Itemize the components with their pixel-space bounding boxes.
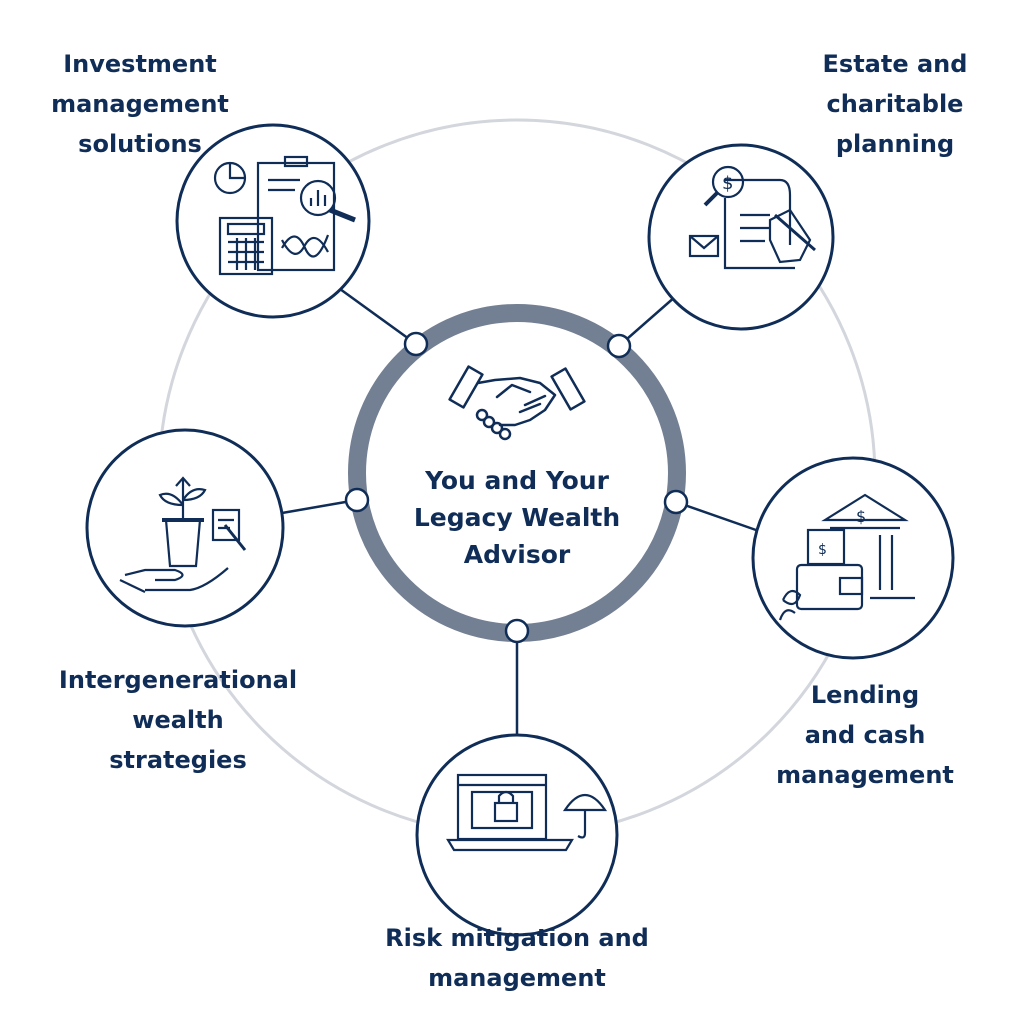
handshake-icon [448, 365, 586, 441]
svg-text:$: $ [722, 173, 733, 194]
center-title-line: Advisor [463, 540, 571, 569]
secure-laptop-umbrella-icon [446, 773, 608, 852]
svg-text:$: $ [818, 542, 827, 558]
center-title-line: Legacy Wealth [413, 503, 621, 532]
investment-documents-icon [213, 155, 356, 276]
center-title-line: You and Your [425, 466, 609, 495]
connector-dots [344, 331, 689, 644]
growing-plant-hand-icon [119, 476, 247, 593]
estate-document-icon: $ [688, 165, 816, 270]
bank-wallet-icon: $ $ [778, 493, 915, 621]
center-title: You and Your Legacy Wealth Advisor [387, 462, 647, 573]
connectors [281, 287, 757, 737]
svg-text:$: $ [856, 507, 866, 526]
